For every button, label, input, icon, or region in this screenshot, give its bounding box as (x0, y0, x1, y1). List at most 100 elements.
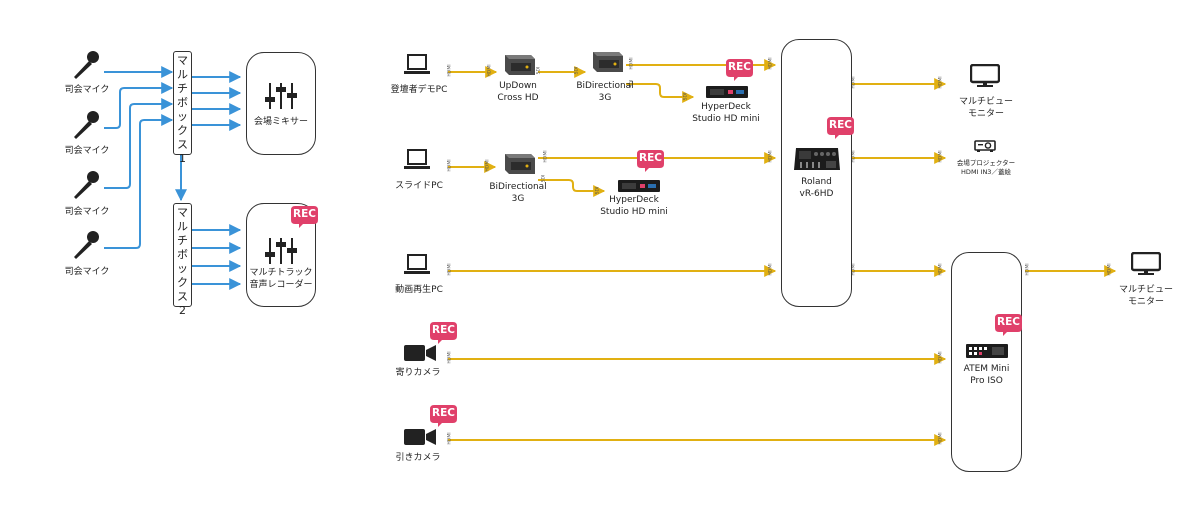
atem-label: ATEM Mini Pro ISO (963, 364, 1010, 386)
port-label: HDMI (485, 159, 491, 172)
rec-badge: REC (726, 59, 753, 81)
roland-label: Roland vR-6HD (799, 177, 834, 199)
hyperdeck-text: HyperDeck Studio HD mini (692, 102, 760, 124)
atem-mini-pro-iso: ATEM Mini Pro ISO (951, 252, 1022, 472)
laptop-icon (404, 149, 430, 175)
video-camera-icon (404, 344, 436, 366)
mic-label: 司会マイク (64, 207, 110, 217)
multibox-1-label: マ ル チ ボ ッ ク ス 1 (177, 54, 188, 165)
hyperdeck2-label: HyperDeck Studio HD mini (600, 194, 668, 218)
multiview2-text: マルチビュー モニター (1119, 285, 1174, 307)
port-label: HDMI (768, 263, 774, 276)
port-label: HDMI (851, 263, 857, 276)
bidir2-text: BiDirectional 3G (489, 182, 547, 204)
multiview-label: マルチビュー モニター (959, 96, 1013, 120)
av-mixer-icon (794, 144, 840, 176)
hyperdeck-recorder-icon (618, 177, 660, 196)
rec-badge-text: REC (829, 119, 852, 131)
projector-label: 会場プロジェクター HDMI IN3／蓋絵 (957, 159, 1015, 176)
laptop-icon (404, 254, 430, 280)
port-label: HDMI (1107, 263, 1113, 276)
cam-near-label: 寄りカメラ (395, 368, 441, 378)
projector-text: 会場プロジェクター HDMI IN3／蓋絵 (956, 159, 1016, 176)
port-label: HDMI (768, 150, 774, 163)
port-label: HDMI (938, 351, 944, 364)
rec-badge: REC (637, 150, 664, 172)
port-label: HDMI (447, 432, 453, 445)
rec-badge: REC (827, 117, 854, 139)
cam-far-label: 引きカメラ (395, 453, 441, 463)
pc-demo-label: 登壇者デモPC (390, 85, 448, 95)
line-mic3-box1 (104, 98, 174, 189)
bidir-text: BiDirectional 3G (576, 81, 634, 103)
mic-label: 司会マイク (64, 85, 110, 95)
line-mic2-box1 (104, 82, 174, 129)
hyperdeck2-text: HyperDeck Studio HD mini (600, 195, 668, 217)
port-label: HDMI (1025, 263, 1031, 276)
mic-label: 司会マイク (64, 267, 110, 277)
microphone-icon (72, 170, 100, 204)
mic-label: 司会マイク (64, 146, 110, 156)
line-bidir-hyperdeck (626, 83, 695, 103)
video-camera-icon (404, 428, 436, 450)
port-label: HDMI (851, 76, 857, 89)
laptop-icon (404, 54, 430, 80)
rec-badge-text: REC (432, 407, 455, 419)
port-label: SDI (574, 66, 580, 75)
port-label: SDI (683, 92, 689, 101)
port-label: HDMI (851, 150, 857, 163)
rec-badge: REC (430, 322, 457, 344)
mixer-label: 会場ミキサー (253, 117, 308, 127)
port-label: HDMI (938, 432, 944, 445)
port-label: HDMI (543, 150, 549, 163)
multiview-text: マルチビュー モニター (958, 97, 1014, 119)
rec-badge-text: REC (728, 61, 751, 73)
mixer-sliders-icon (265, 236, 299, 270)
bidirectional-converter-icon (501, 148, 537, 182)
multibox-2-label: マ ル チ ボ ッ ク ス 2 (177, 206, 188, 317)
microphone-icon (72, 110, 100, 144)
rec-badge-text: REC (432, 324, 455, 336)
port-label: HDMI (768, 57, 774, 70)
port-label: HDMI (938, 263, 944, 276)
rec-badge-text: REC (639, 152, 662, 164)
multiview2-label: マルチビュー モニター (1119, 284, 1173, 308)
microphone-icon (72, 230, 100, 264)
multibox-1: マ ル チ ボ ッ ク ス 1 (173, 51, 192, 165)
line-bidir2-hyperdeck (538, 179, 606, 197)
port-label: HDMI (447, 64, 453, 77)
monitor-icon (969, 63, 1001, 92)
atem-switcher-icon (966, 343, 1008, 362)
hyperdeck-label: HyperDeck Studio HD mini (692, 101, 760, 125)
rec-badge-text: REC (293, 208, 316, 220)
port-label: HDMI (447, 263, 453, 276)
bidirectional-converter-icon (589, 46, 625, 80)
rec-badge: REC (430, 405, 457, 427)
bidir2-label: BiDirectional 3G (489, 181, 546, 205)
recorder-label: マルチトラック 音声レコーダー (249, 268, 313, 290)
port-label: SDI (536, 66, 542, 75)
line-mic4-box1 (104, 114, 174, 249)
port-label: HDMI (447, 351, 453, 364)
pc-video-label: 動画再生PC (395, 285, 443, 295)
bidir-label: BiDirectional 3G (576, 80, 633, 104)
monitor-icon (1130, 251, 1162, 280)
updown-label: UpDown Cross HD (497, 80, 538, 104)
port-label: HDMI (938, 76, 944, 89)
roland-vr6hd: Roland vR-6HD (781, 39, 852, 307)
port-label: HDMI (629, 57, 635, 70)
rec-badge-text: REC (997, 316, 1020, 328)
projector-icon (974, 137, 996, 156)
updown-converter-icon (501, 49, 537, 83)
rec-badge: REC (291, 206, 318, 228)
multibox-2: マ ル チ ボ ッ ク ス 2 (173, 203, 192, 317)
pc-slide-label: スライドPC (395, 181, 443, 191)
port-label: HDMI (447, 159, 453, 172)
rec-badge: REC (995, 314, 1022, 336)
hyperdeck-recorder-icon (706, 83, 748, 102)
updown-text: UpDown Cross HD (497, 81, 539, 103)
port-label: HDMI (938, 150, 944, 163)
microphone-icon (72, 50, 100, 84)
